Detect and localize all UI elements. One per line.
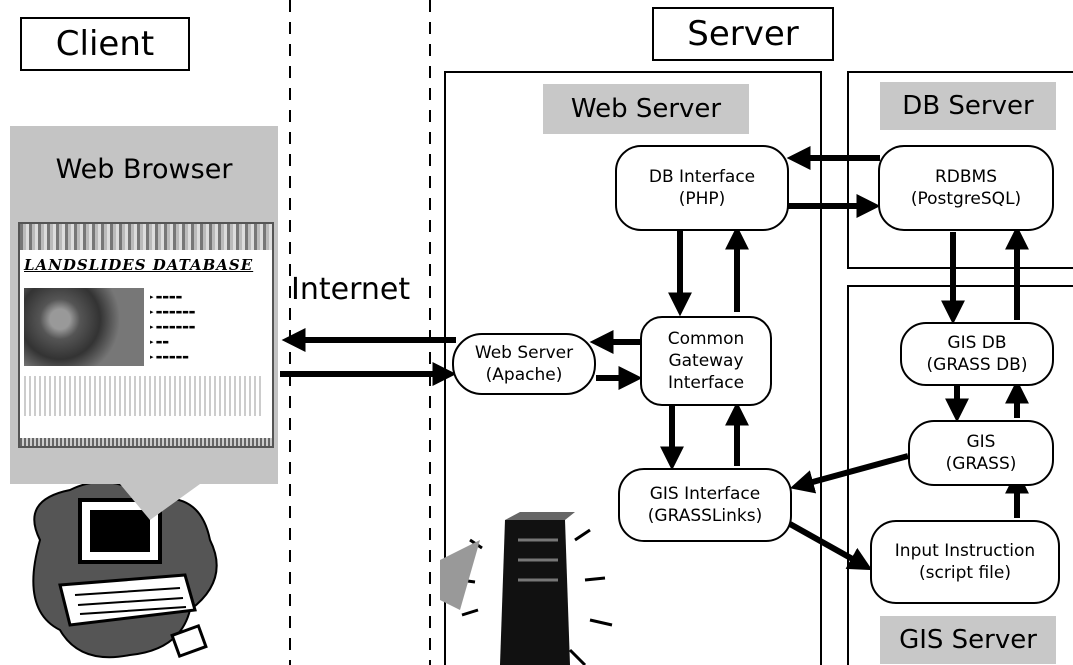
browser-toolbar <box>20 224 272 250</box>
server-zone-label: Server <box>652 7 834 61</box>
input-instruction-title: Input Instruction <box>894 541 1036 561</box>
client-zone-label: Client <box>20 17 190 71</box>
gis-interface-node: GIS Interface (GRASSLinks) <box>618 468 792 542</box>
browser-page-footer <box>24 376 264 416</box>
gis-db-subtitle: (GRASS DB) <box>926 355 1028 375</box>
server-tower-clipart-icon <box>440 512 613 665</box>
gis-interface-title: GIS Interface <box>649 484 761 504</box>
apache-title: Web Server <box>474 343 574 363</box>
browser-page-map-image <box>24 288 144 366</box>
db-interface-node: DB Interface (PHP) <box>615 145 789 231</box>
gis-title: GIS <box>966 432 996 452</box>
cgi-node: Common Gateway Interface <box>640 316 772 406</box>
db-interface-subtitle: (PHP) <box>678 189 726 209</box>
input-instruction-node: Input Instruction (script file) <box>870 520 1060 604</box>
rdbms-subtitle: (PostgreSQL) <box>910 189 1022 209</box>
gis-db-title: GIS DB <box>947 333 1007 353</box>
web-browser-label: Web Browser <box>55 154 233 185</box>
apache-subtitle: (Apache) <box>485 365 563 385</box>
internet-label: Internet <box>291 272 411 307</box>
rdbms-node: RDBMS (PostgreSQL) <box>878 145 1054 231</box>
browser-statusbar <box>20 438 272 446</box>
gis-node: GIS (GRASS) <box>908 420 1054 486</box>
arrow-gisinterface-to-input <box>788 521 873 571</box>
cgi-line-1: Common <box>667 329 745 349</box>
gis-subtitle: (GRASS) <box>945 454 1017 474</box>
browser-page-menu: ▸ ▬▬▬▬▸ ▬▬▬▬▬▬▸ ▬▬▬▬▬▬▸ ▬▬▸ ▬▬▬▬▬ <box>150 293 196 361</box>
browser-page-screenshot: LANDSLIDES DATABASE ▸ ▬▬▬▬▸ ▬▬▬▬▬▬▸ ▬▬▬▬… <box>18 222 274 448</box>
gis-interface-subtitle: (GRASSLinks) <box>647 506 763 526</box>
db-server-container-label: DB Server <box>880 82 1056 130</box>
input-instruction-subtitle: (script file) <box>919 563 1011 583</box>
computer-clipart-icon <box>32 481 218 659</box>
rdbms-title: RDBMS <box>934 167 998 187</box>
browser-page-title: LANDSLIDES DATABASE <box>24 256 254 274</box>
db-server-container <box>847 71 1073 269</box>
gis-server-container-label: GIS Server <box>880 616 1056 664</box>
apache-node: Web Server (Apache) <box>452 333 596 395</box>
gis-db-node: GIS DB (GRASS DB) <box>900 322 1054 386</box>
gis-server-container <box>847 285 1073 665</box>
arrow-gis-to-gisinterface <box>789 453 909 494</box>
web-server-container-label: Web Server <box>543 84 749 134</box>
cgi-line-2: Gateway <box>668 351 744 371</box>
cgi-line-3: Interface <box>667 373 745 393</box>
db-interface-title: DB Interface <box>648 167 756 187</box>
